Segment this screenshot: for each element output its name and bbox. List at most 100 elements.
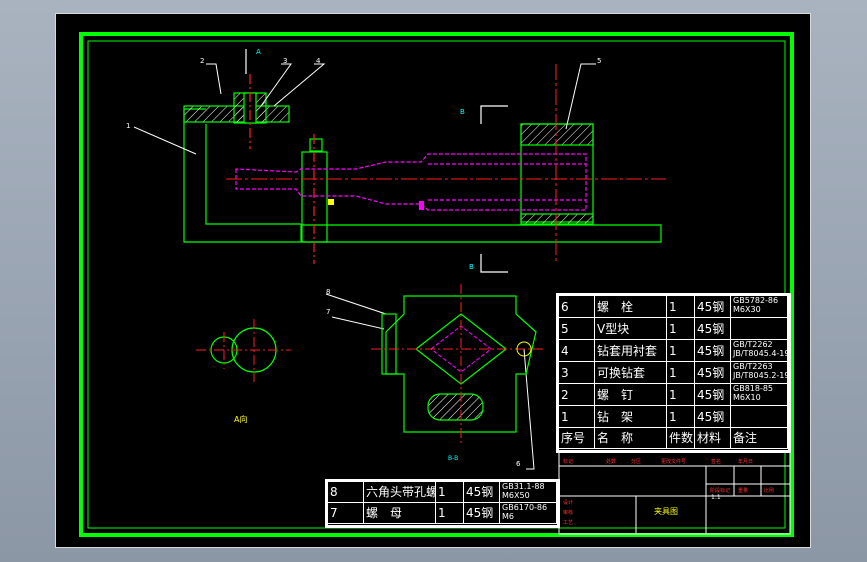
view-direction-label: A向 bbox=[234, 414, 247, 424]
parts-cell-note bbox=[731, 406, 788, 427]
parts-table-row: 1 钻 架 1 45钢 bbox=[559, 406, 788, 428]
parts-cell-qty: 1 bbox=[667, 362, 695, 383]
pivot-bolt bbox=[516, 341, 532, 357]
parts-cell-note: 备注 bbox=[731, 428, 788, 448]
parts-cell-material: 45钢 bbox=[695, 406, 731, 427]
parts-cell-no: 6 bbox=[559, 296, 595, 317]
parts-cell-text: 钻 架 bbox=[597, 410, 634, 424]
parts-cell-material: 45钢 bbox=[695, 384, 731, 405]
parts-cell-no: 8 bbox=[328, 482, 364, 502]
parts-cell-text: 螺 钉 bbox=[597, 388, 634, 402]
svg-text:处数: 处数 bbox=[606, 458, 616, 465]
title-block-labels: 标记 处数 分区 更改文件号 签名 年月日 设计 审核 工艺 阶段标记 重量 比… bbox=[563, 458, 774, 526]
parts-cell-qty: 1 bbox=[667, 296, 695, 317]
drawing-canvas: A B B 1 2 3 4 5 6 7 8 A向 B-B bbox=[79, 32, 794, 537]
view-label-b-top: B bbox=[460, 108, 465, 116]
parts-cell-text: 1 bbox=[561, 410, 569, 424]
parts-cell-text: 1 bbox=[669, 388, 677, 402]
parts-cell-text: 1 bbox=[669, 300, 677, 314]
parts-cell-text: 5 bbox=[561, 322, 569, 336]
callout-1: 1 bbox=[126, 122, 130, 130]
parts-cell-no: 序号 bbox=[559, 428, 595, 448]
svg-text:阶段标记: 阶段标记 bbox=[710, 487, 730, 494]
parts-cell-text: 钻套用衬套 bbox=[597, 344, 658, 358]
parts-cell-text: GB5782-86 bbox=[733, 296, 779, 305]
view-label-a: A bbox=[256, 48, 261, 56]
parts-cell-text: 备注 bbox=[733, 431, 758, 445]
callout-8: 8 bbox=[326, 288, 330, 296]
parts-cell-text: 1 bbox=[669, 322, 677, 336]
parts-cell-text: GB6170-86 bbox=[502, 503, 548, 512]
parts-cell-material: 45钢 bbox=[695, 340, 731, 361]
parts-cell-material: 材料 bbox=[695, 428, 731, 448]
parts-cell-name: 钻套用衬套 bbox=[595, 340, 667, 361]
parts-cell-name: 螺 钉 bbox=[595, 384, 667, 405]
parts-cell-text: M6X30 bbox=[733, 305, 761, 314]
parts-cell-text: 1 bbox=[669, 366, 677, 380]
parts-cell-text: 45钢 bbox=[697, 388, 725, 402]
drawing-inner-border bbox=[87, 40, 786, 529]
parts-cell-no: 1 bbox=[559, 406, 595, 427]
workpiece bbox=[235, 153, 587, 211]
parts-cell-text: 1 bbox=[438, 485, 446, 499]
parts-cell-text: GB/T2263 bbox=[733, 362, 773, 371]
parts-cell-text: 45钢 bbox=[697, 322, 725, 336]
svg-text:分区: 分区 bbox=[631, 458, 641, 465]
parts-cell-text: 1 bbox=[438, 506, 446, 520]
cad-viewport[interactable]: A B B 1 2 3 4 5 6 7 8 A向 B-B bbox=[55, 13, 811, 548]
parts-cell-name: 螺 母 bbox=[364, 503, 436, 523]
workpiece-mark bbox=[419, 201, 424, 210]
parts-cell-text: 序号 bbox=[561, 431, 586, 445]
parts-cell-text: M6X10 bbox=[733, 393, 761, 402]
parts-cell-text: V型块 bbox=[597, 322, 630, 336]
parts-cell-text: 3 bbox=[561, 366, 569, 380]
parts-cell-text: 45钢 bbox=[466, 485, 494, 499]
section-label: B-B bbox=[448, 455, 458, 462]
parts-cell-text: 件数 bbox=[669, 431, 694, 445]
parts-cell-name: V型块 bbox=[595, 318, 667, 339]
parts-cell-text: 45钢 bbox=[466, 506, 494, 520]
parts-cell-text: 1 bbox=[669, 410, 677, 424]
parts-cell-text: 材料 bbox=[697, 431, 722, 445]
svg-text:设计: 设计 bbox=[563, 499, 573, 506]
bolt-head bbox=[309, 138, 323, 152]
section-markers bbox=[245, 49, 508, 273]
parts-cell-qty: 1 bbox=[667, 384, 695, 405]
parts-cell-qty: 1 bbox=[667, 340, 695, 361]
svg-text:标记: 标记 bbox=[563, 458, 573, 465]
callout-5: 5 bbox=[597, 57, 601, 65]
callout-leaders bbox=[133, 63, 596, 470]
parts-cell-qty: 1 bbox=[436, 503, 464, 523]
section-view bbox=[381, 295, 537, 433]
parts-cell-no: 7 bbox=[328, 503, 364, 523]
parts-cell-text: GB31.1-88 bbox=[502, 482, 545, 491]
parts-cell-text: JB/T8045.4-1999 bbox=[733, 349, 787, 358]
parts-table-row: 5 V型块 1 45钢 bbox=[559, 318, 788, 340]
callout-3: 3 bbox=[283, 57, 287, 65]
parts-cell-text: GB818-85 bbox=[733, 384, 774, 393]
parts-cell-material: 45钢 bbox=[695, 296, 731, 317]
parts-cell-name: 名 称 bbox=[595, 428, 667, 448]
svg-text:审核: 审核 bbox=[563, 509, 573, 516]
front-view bbox=[183, 74, 662, 264]
parts-cell-text: 可换钻套 bbox=[597, 366, 646, 380]
parts-cell-text: M6X50 bbox=[502, 491, 530, 500]
svg-text:工艺: 工艺 bbox=[563, 520, 573, 526]
parts-cell-name: 六角头带孔螺栓 bbox=[364, 482, 436, 502]
parts-cell-text: M6 bbox=[502, 512, 514, 521]
parts-cell-text: 45钢 bbox=[697, 344, 725, 358]
parts-cell-no: 4 bbox=[559, 340, 595, 361]
parts-cell-no: 2 bbox=[559, 384, 595, 405]
parts-cell-text: 螺 母 bbox=[366, 506, 403, 520]
parts-cell-no: 5 bbox=[559, 318, 595, 339]
parts-cell-text: 螺 栓 bbox=[597, 300, 634, 314]
